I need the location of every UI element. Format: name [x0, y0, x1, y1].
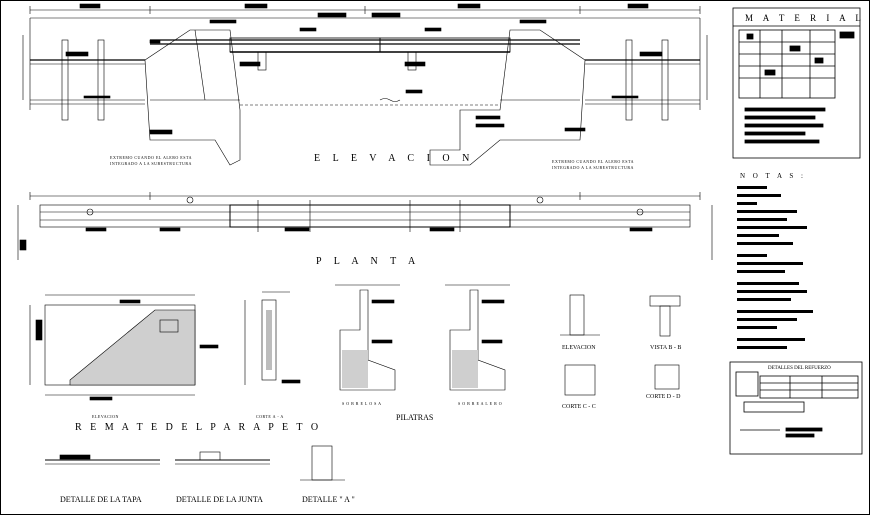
title-pilatras: PILATRAS — [396, 413, 434, 422]
pilaster-details — [335, 284, 681, 396]
title-elevation: E L E V A C I O N — [314, 153, 475, 164]
notes-panel — [737, 186, 813, 349]
materials-panel — [732, 7, 861, 159]
parapet-detail — [29, 291, 301, 401]
note-left-2: INTEGRADO A LA SUBESTRUCTURA — [110, 161, 192, 166]
title-parapet: R E M A T E D E L P A R A P E T O — [75, 422, 322, 433]
title-materiales: M A T E R I A L E S — [745, 13, 870, 23]
elevation-drawing — [22, 3, 708, 166]
title-plan: P L A N T A — [316, 256, 421, 267]
note-left-1: EXTREMO CUANDO EL ALERO ESTA — [110, 155, 192, 160]
note-right-2: INTEGRADO A LA SUBESTRUCTURA — [552, 165, 634, 170]
title-vista-bb: VISTA B - B — [650, 345, 682, 351]
title-detalle-junta: DETALLE DE LA JUNTA — [176, 495, 263, 504]
note-right-1: EXTREMO CUANDO EL ALERO ESTA — [552, 159, 634, 164]
title-corte-dd: CORTE D - D — [646, 394, 681, 400]
label-corte-aa: CORTE A - A — [256, 414, 284, 419]
label-sobre-losa: S O B R E L O S A — [342, 401, 382, 406]
title-notas: N O T A S : — [740, 172, 807, 180]
title-detalle-a: DETALLE " A " — [302, 495, 355, 504]
title-detalle-tapa: DETALLE DE LA TAPA — [60, 495, 142, 504]
label-elevation-sub: ELEVACION — [92, 414, 119, 419]
reinforcement-panel — [729, 361, 863, 455]
plan-drawing — [17, 192, 713, 260]
bottom-details — [45, 445, 345, 481]
title-detalles-refuerzo: DETALLES DEL REFUERZO — [768, 366, 831, 371]
label-sobre-alero: S O B R E A L E R O — [458, 401, 503, 406]
title-corte-cc: CORTE C - C — [562, 404, 596, 410]
title-elevation-small: ELEVACION — [562, 345, 596, 351]
